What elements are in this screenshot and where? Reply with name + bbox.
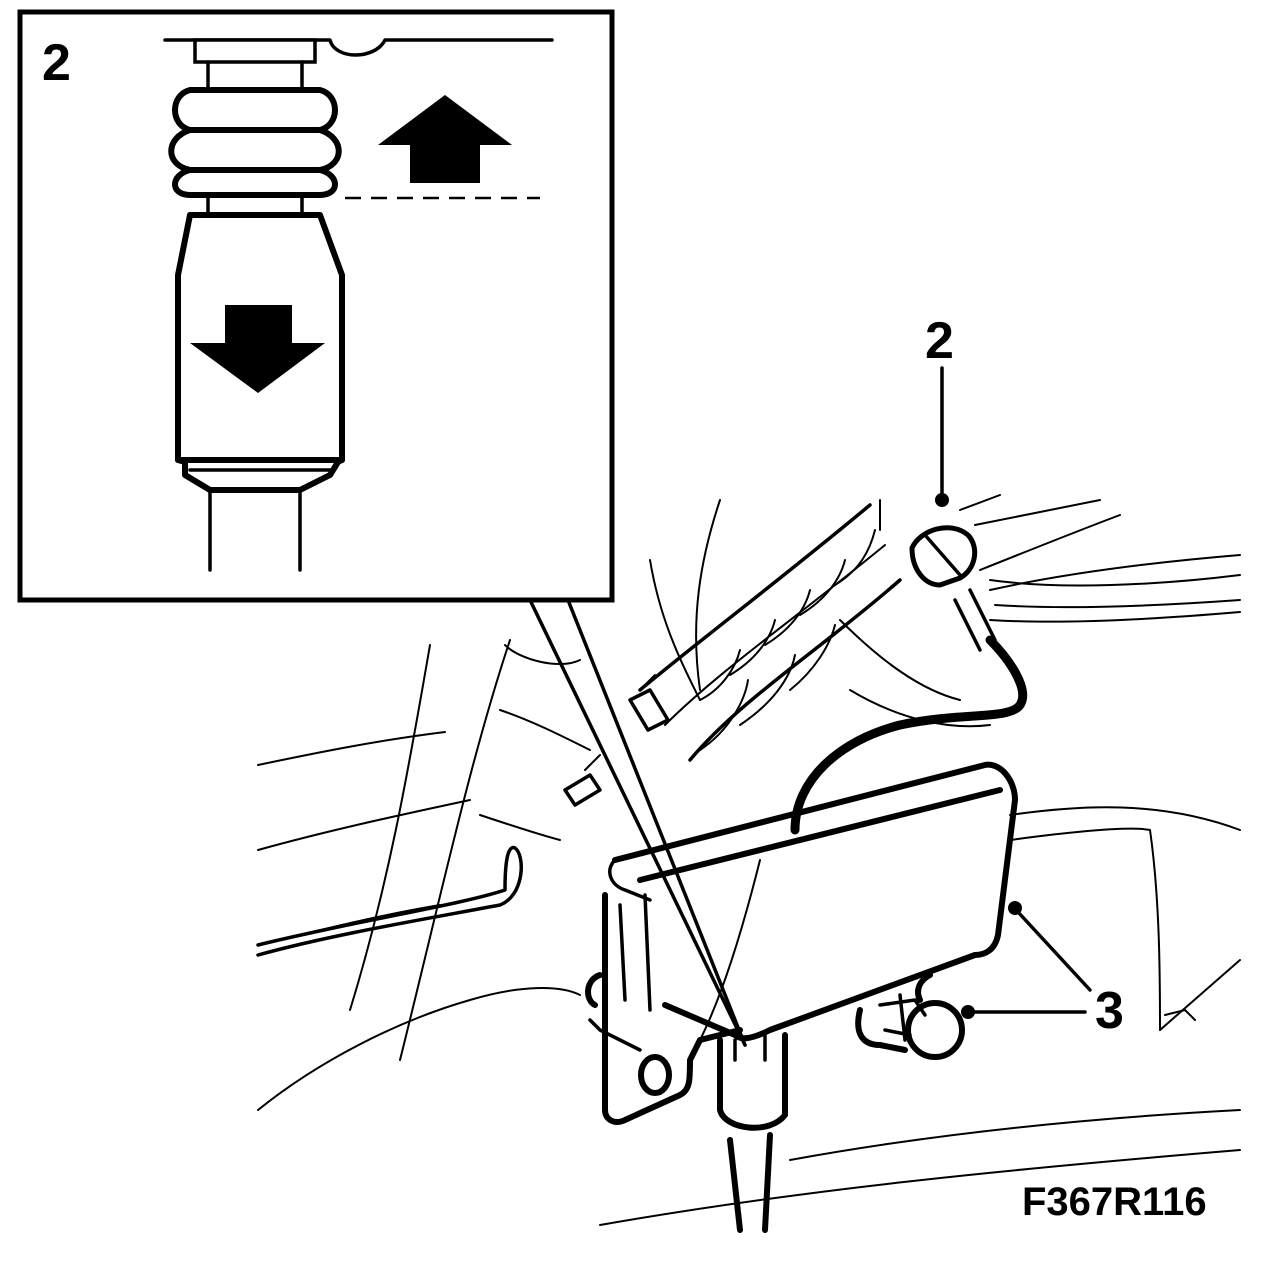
inset-label: 2 [42, 34, 71, 92]
callout-item-2: 2 [925, 312, 954, 507]
wire-harness [563, 503, 902, 807]
callout-label-3: 3 [1095, 982, 1124, 1040]
detail-inset: 2 [17, 9, 615, 603]
arrow-up-icon [378, 95, 512, 183]
callout-label-2: 2 [925, 312, 954, 370]
inset-pointer [528, 598, 747, 1047]
arrow-down-icon [190, 305, 325, 393]
callout-dot [1008, 901, 1022, 915]
control-module [585, 761, 1018, 1233]
callout-dot [961, 1005, 975, 1019]
figure-id: F367R116 [1022, 1180, 1207, 1224]
sensor-cable [790, 525, 1028, 835]
callout-dot [935, 493, 949, 507]
callout-item-3: 3 [961, 901, 1124, 1040]
